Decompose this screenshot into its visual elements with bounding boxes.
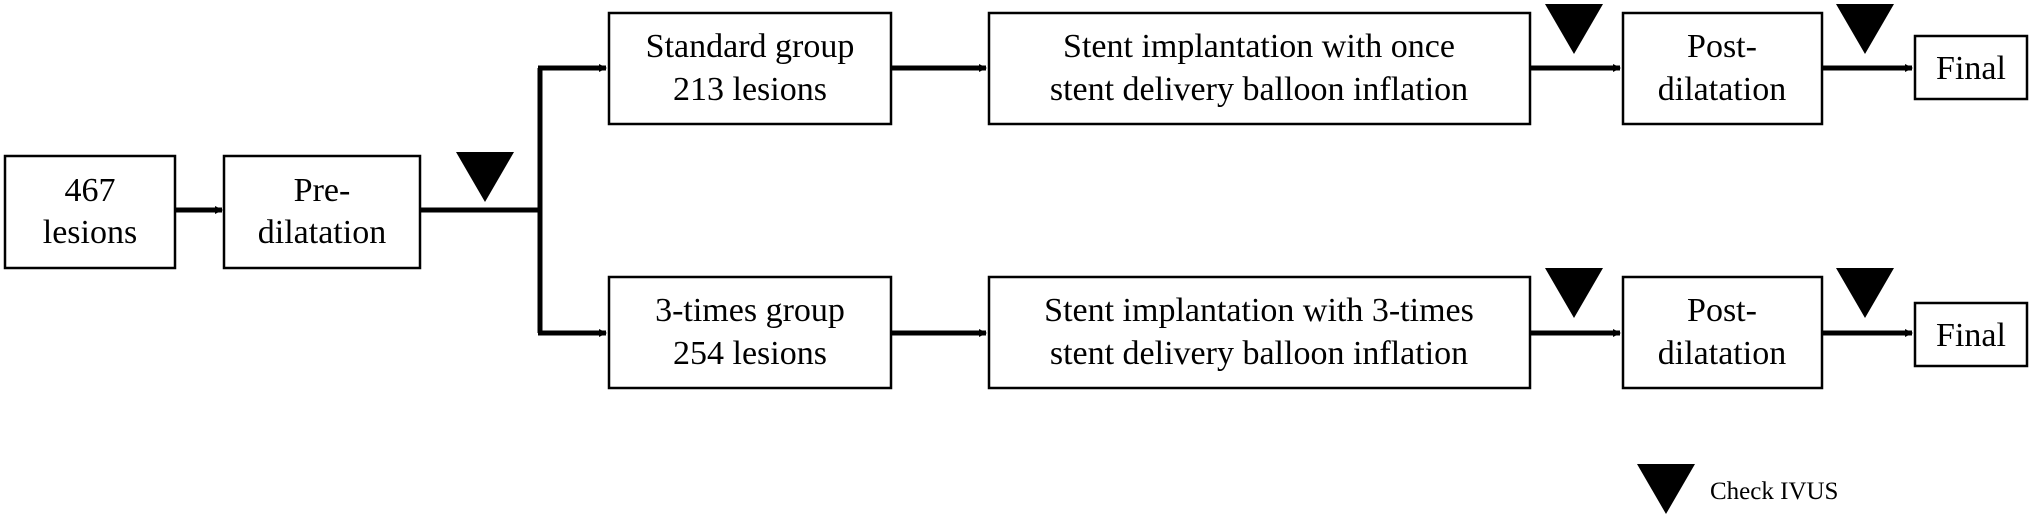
box-stent-three-times: Stent implantation with 3-times stent de… bbox=[987, 275, 1532, 390]
box-post-dilatation-top: Post- dilatation bbox=[1621, 11, 1824, 126]
box-label-line-2: 254 lesions bbox=[673, 335, 827, 372]
box-label-line-2: stent delivery balloon inflation bbox=[1050, 335, 1468, 372]
box-label-line-1: Final bbox=[1936, 317, 2006, 354]
box-label-line-1: Post- bbox=[1687, 292, 1757, 329]
box-stent-once: Stent implantation with once stent deliv… bbox=[987, 11, 1532, 126]
box-label-line-1: Stent implantation with 3-times bbox=[1044, 292, 1474, 329]
box-label-line-2: dilatation bbox=[1658, 335, 1786, 372]
box-label-line-1: 3-times group bbox=[655, 292, 845, 329]
box-label-line-1: Stent implantation with once bbox=[1063, 28, 1455, 65]
box-label-line-1: Pre- bbox=[294, 172, 351, 209]
box-final-bottom: Final bbox=[1913, 301, 2029, 368]
box-predilatation: Pre- dilatation bbox=[222, 154, 422, 270]
check-ivus-icon bbox=[456, 152, 514, 202]
check-ivus-icon bbox=[1545, 268, 1603, 318]
box-label-line-1: Standard group bbox=[646, 28, 855, 65]
check-ivus-icon bbox=[1836, 4, 1894, 54]
legend-check-ivus-icon bbox=[1637, 464, 1695, 514]
box-label-line-1: Post- bbox=[1687, 28, 1757, 65]
box-three-times-group: 3-times group 254 lesions bbox=[607, 275, 893, 390]
ivus-markers bbox=[456, 4, 1894, 318]
box-label-line-1: 467 bbox=[65, 172, 116, 209]
box-label-line-2: dilatation bbox=[1658, 71, 1786, 108]
box-label-line-2: dilatation bbox=[258, 214, 386, 251]
box-label-line-1: Final bbox=[1936, 50, 2006, 87]
box-label-line-2: 213 lesions bbox=[673, 71, 827, 108]
box-467-lesions: 467 lesions bbox=[3, 154, 177, 270]
check-ivus-icon bbox=[1836, 268, 1894, 318]
box-final-top: Final bbox=[1913, 34, 2029, 101]
box-post-dilatation-bottom: Post- dilatation bbox=[1621, 275, 1824, 390]
check-ivus-icon bbox=[1545, 4, 1603, 54]
box-label-line-2: stent delivery balloon inflation bbox=[1050, 71, 1468, 108]
legend-label: Check IVUS bbox=[1710, 478, 1838, 505]
box-label-line-2: lesions bbox=[43, 214, 137, 251]
connectors bbox=[175, 64, 1913, 337]
legend: Check IVUS bbox=[1637, 464, 1838, 514]
box-standard-group: Standard group 213 lesions bbox=[607, 11, 893, 126]
